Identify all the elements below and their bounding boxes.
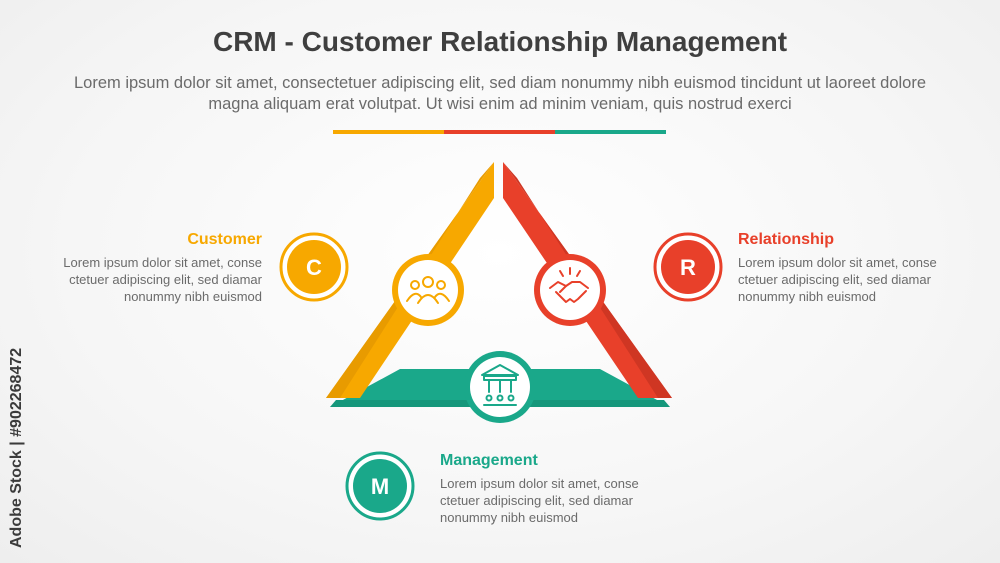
management-block: Management Lorem ipsum dolor sit amet, c… [440, 451, 680, 526]
stock-watermark: Adobe Stock | #902268472 [8, 347, 25, 548]
divider-teal [555, 130, 666, 134]
customer-description: Lorem ipsum dolor sit amet, conse ctetue… [63, 255, 262, 304]
management-description: Lorem ipsum dolor sit amet, conse ctetue… [440, 476, 639, 525]
people-group-icon [406, 276, 450, 304]
badge-customer: C [279, 232, 349, 302]
page-subtitle: Lorem ipsum dolor sit amet, consectetuer… [73, 74, 927, 113]
badge-relationship-letter: R [680, 255, 696, 280]
node-management [464, 351, 536, 423]
badge-relationship: R [653, 232, 723, 302]
node-relationship [534, 254, 606, 326]
badge-customer-letter: C [306, 255, 322, 280]
badge-management-letter: M [371, 474, 389, 499]
customer-heading: Customer [187, 231, 262, 248]
divider-red [444, 130, 555, 134]
badge-management: M [345, 451, 415, 521]
divider-orange [333, 130, 444, 134]
relationship-description: Lorem ipsum dolor sit amet, conse ctetue… [738, 255, 937, 304]
management-heading: Management [440, 452, 538, 469]
page-title: CRM - Customer Relationship Management [212, 26, 788, 57]
customer-block: Customer Lorem ipsum dolor sit amet, con… [30, 230, 262, 305]
handshake-icon [549, 267, 589, 303]
organization-building-icon [481, 364, 519, 406]
node-customer [392, 254, 464, 326]
relationship-block: Relationship Lorem ipsum dolor sit amet,… [738, 230, 978, 305]
relationship-heading: Relationship [738, 231, 835, 248]
